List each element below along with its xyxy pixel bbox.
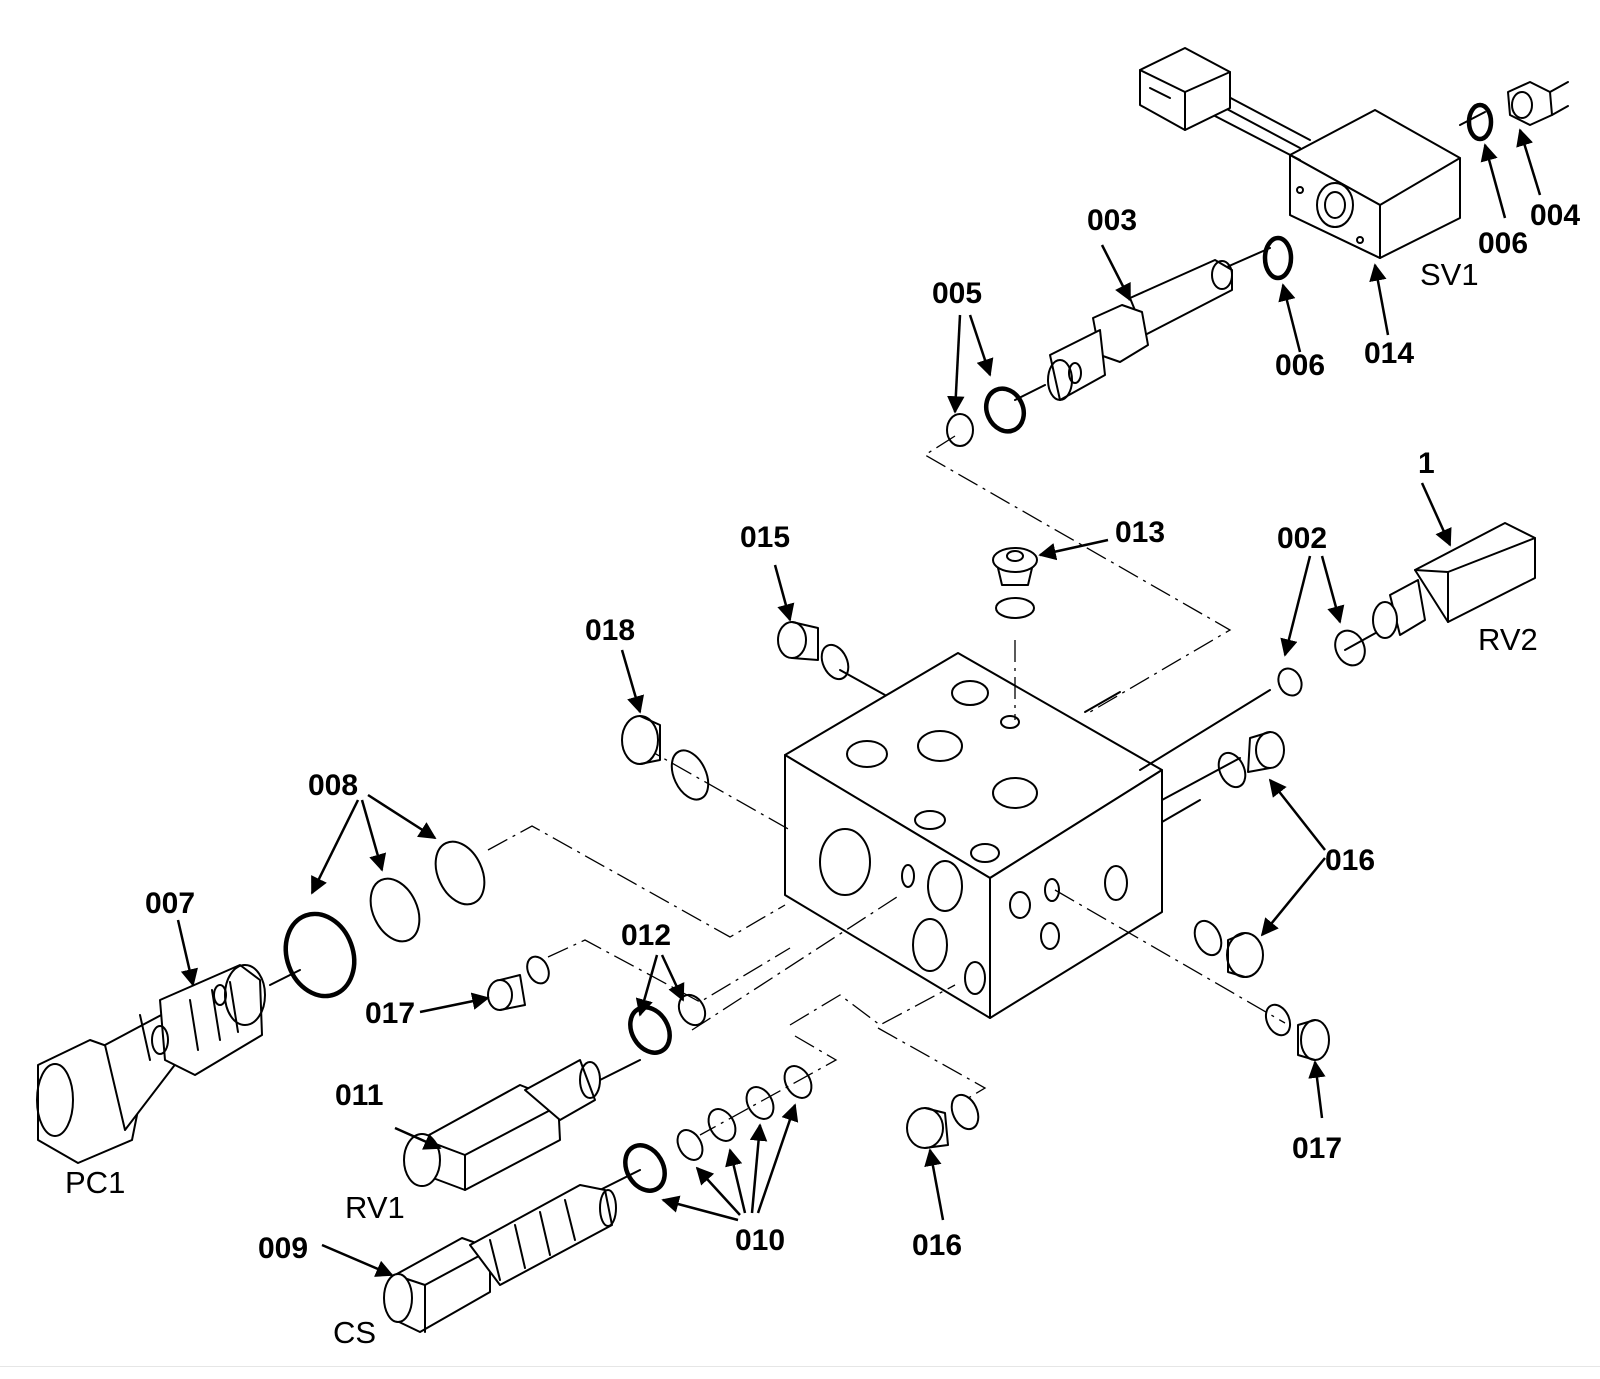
name-cs: CS xyxy=(333,1315,376,1350)
label-008: 008 xyxy=(308,769,358,802)
label-002: 002 xyxy=(1277,522,1327,555)
ring-002-a xyxy=(1334,629,1366,667)
ring-002-b xyxy=(1277,667,1303,697)
bottom-divider xyxy=(0,1366,1600,1367)
ring-010-d xyxy=(783,1065,813,1099)
label-009: 009 xyxy=(258,1232,308,1265)
ring-005-large xyxy=(983,386,1027,434)
ring-008-small xyxy=(434,840,486,906)
plug-016-lower xyxy=(906,1093,980,1149)
manifold-block xyxy=(784,652,1163,1019)
label-017-right: 017 xyxy=(1292,1132,1342,1165)
plug-015 xyxy=(777,621,850,681)
plug-016-upper xyxy=(1217,731,1285,789)
plug-018 xyxy=(621,715,710,801)
relief-valve-rv2 xyxy=(1372,522,1536,639)
label-014: 014 xyxy=(1364,337,1414,370)
label-006-upper: 006 xyxy=(1478,227,1528,260)
washer-006-a xyxy=(1466,102,1494,142)
label-001: 1 xyxy=(1418,447,1435,480)
label-015: 015 xyxy=(740,521,790,554)
ring-012-small xyxy=(677,993,707,1027)
name-rv2: RV2 xyxy=(1478,622,1538,657)
plug-017-right xyxy=(1264,1003,1330,1061)
label-016-right: 016 xyxy=(1325,844,1375,877)
plug-017-left xyxy=(487,955,550,1011)
check-spool-cs xyxy=(383,1184,617,1333)
label-012: 012 xyxy=(621,919,671,952)
label-011: 011 xyxy=(335,1079,383,1112)
ring-010-c xyxy=(745,1086,775,1120)
part-labels: 003 005 006 014 006 004 1 013 015 002 01… xyxy=(65,199,1580,1350)
plug-013 xyxy=(992,547,1038,619)
pressure-compensator-pc1 xyxy=(36,964,266,1164)
label-010: 010 xyxy=(735,1224,785,1257)
name-rv1: RV1 xyxy=(345,1190,405,1225)
plug-016-middle xyxy=(1193,919,1264,978)
label-017-left: 017 xyxy=(365,997,415,1030)
label-007: 007 xyxy=(145,887,195,920)
ring-005-small xyxy=(946,413,974,447)
centerlines xyxy=(269,111,1486,1191)
cartridge-003 xyxy=(1047,259,1233,401)
sv1-solenoid xyxy=(1139,47,1461,259)
ring-008-mid xyxy=(369,877,421,943)
label-013: 013 xyxy=(1115,516,1165,549)
ring-008-large xyxy=(283,911,357,999)
nut-004 xyxy=(1507,81,1569,126)
label-016-bottom: 016 xyxy=(912,1229,962,1262)
name-pc1: PC1 xyxy=(65,1165,125,1200)
ring-012-large xyxy=(628,1005,672,1055)
label-003: 003 xyxy=(1087,204,1137,237)
label-018: 018 xyxy=(585,614,635,647)
label-006-lower: 006 xyxy=(1275,349,1325,382)
name-sv1: SV1 xyxy=(1420,257,1479,292)
washer-006-b xyxy=(1262,235,1294,281)
label-004: 004 xyxy=(1530,199,1580,232)
ring-010-a xyxy=(676,1129,704,1161)
label-005: 005 xyxy=(932,277,982,310)
ring-010-b xyxy=(707,1108,737,1142)
relief-valve-rv1 xyxy=(403,1059,601,1191)
leader-arrows xyxy=(176,128,1542,1277)
ring-010-large xyxy=(623,1143,667,1193)
